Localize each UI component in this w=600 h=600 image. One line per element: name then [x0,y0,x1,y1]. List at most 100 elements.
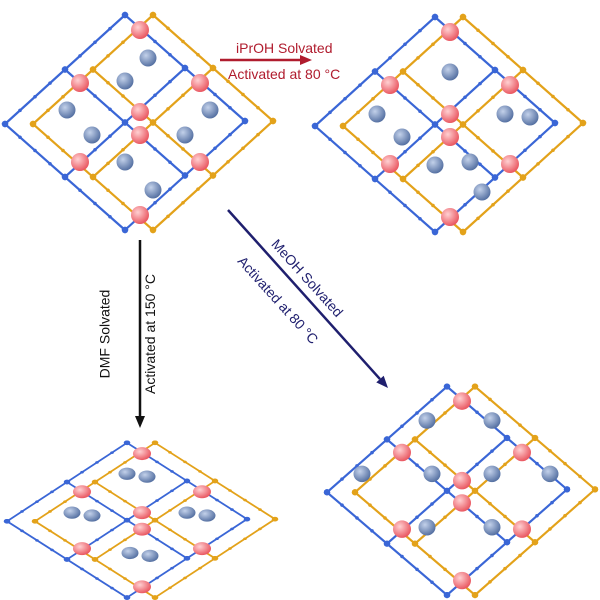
guest-molecule [116,153,134,171]
orange-framework-atom [211,556,219,561]
blue-framework-atom [523,148,527,153]
orange-framework-atom [168,528,172,532]
ipr-activation-label: Activated at 80 °C [228,66,341,82]
blue-framework-atom [403,149,407,154]
blue-framework-atom [63,479,71,485]
metal-node [381,155,399,173]
blue-framework-atom [215,537,219,541]
orange-framework-atom [198,566,202,570]
blue-framework-atom [430,580,434,584]
blue-framework-atom [490,553,494,558]
orange-framework-atom [399,175,407,183]
blue-framework-atom [153,39,157,44]
dmf-activation-label: Activated at 150 °C [142,274,158,394]
guest-molecule [368,105,386,123]
orange-framework-atom [566,134,570,139]
blue-framework-atom [383,540,391,547]
guest-molecule [418,412,436,429]
orange-framework-atom [91,479,99,485]
orange-framework-atom [46,135,50,140]
blue-framework-atom [343,96,347,101]
orange-framework-atom [518,553,522,558]
blue-framework-atom [121,119,129,126]
blue-framework-atom [61,173,69,181]
orange-framework-atom [226,79,230,84]
orange-framework-atom [368,503,372,507]
orange-framework-atom [503,410,507,415]
blue-framework-atom [430,398,434,402]
orange-framework-atom [476,109,480,113]
metal-node [131,103,149,121]
blue-framework-atom [170,470,174,473]
orange-framework-atom [443,567,447,572]
orange-framework-atom [536,162,540,166]
blue-framework-atom [33,94,37,99]
guest-molecule [423,465,441,483]
orange-framework-atom [168,509,172,512]
metal-node [191,74,209,92]
orange-framework-atom [89,173,97,181]
blue-framework-atom [415,411,419,415]
orange-framework-atom [488,397,492,402]
orange-framework-atom [166,133,170,138]
blue-framework-atom [370,529,374,533]
orange-framework-atom [578,500,582,505]
blue-framework-atom [110,509,114,512]
blue-framework-atom [383,436,391,443]
orange-framework-atom [503,462,507,467]
orange-framework-atom [371,96,375,101]
blue-framework-atom [108,107,112,112]
orange-framework-atom [443,411,447,415]
orange-framework-atom [428,450,432,455]
orange-framework-atom [198,470,202,473]
orange-framework-atom [241,92,245,97]
blue-framework-atom [323,489,331,496]
blue-framework-atom [463,149,467,153]
orange-framework-atom [443,463,447,467]
blue-framework-atom [183,478,191,484]
blue-framework-atom [503,434,511,442]
orange-framework-atom [211,478,219,484]
blue-framework-atom [431,228,439,236]
orange-framework-atom [228,489,232,492]
guest-molecule [426,156,444,174]
orange-framework-atom [166,26,170,31]
blue-framework-atom [121,11,129,19]
blue-framework-atom [168,52,172,57]
blue-framework-atom [213,146,217,151]
orange-framework-atom [503,566,507,571]
orange-framework-atom [181,200,185,205]
blue-framework-atom [463,41,467,46]
blue-framework-atom [108,134,112,138]
orange-framework-atom [399,68,407,75]
orange-framework-atom [488,501,492,506]
orange-framework-atom [416,163,420,168]
blue-framework-atom [230,508,234,511]
orange-framework-atom [108,470,112,474]
guest-molecule [178,506,196,519]
guest-molecule [201,101,219,119]
blue-framework-atom [358,163,362,168]
blue-framework-atom [418,28,422,33]
orange-framework-atom [431,149,435,154]
blue-framework-atom [170,547,174,551]
guest-molecule [139,49,157,67]
orange-framework-atom [383,464,387,468]
orange-framework-atom [471,383,479,390]
blue-framework-atom [93,94,97,98]
orange-framework-atom [579,119,587,127]
blue-framework-atom [108,214,112,219]
guest-molecule [521,108,539,126]
blue-framework-atom [170,489,174,493]
orange-framework-atom [63,500,67,503]
blue-framework-atom [18,108,22,113]
orange-framework-atom [196,187,200,191]
orange-framework-atom [121,94,125,98]
orange-framework-atom [428,554,432,559]
orange-framework-atom [89,66,97,73]
orange-framework-atom [411,436,419,443]
blue-framework-atom [61,66,69,73]
orange-framework-atom [443,515,447,520]
orange-framework-atom [459,121,467,128]
orange-framework-atom [351,489,359,496]
